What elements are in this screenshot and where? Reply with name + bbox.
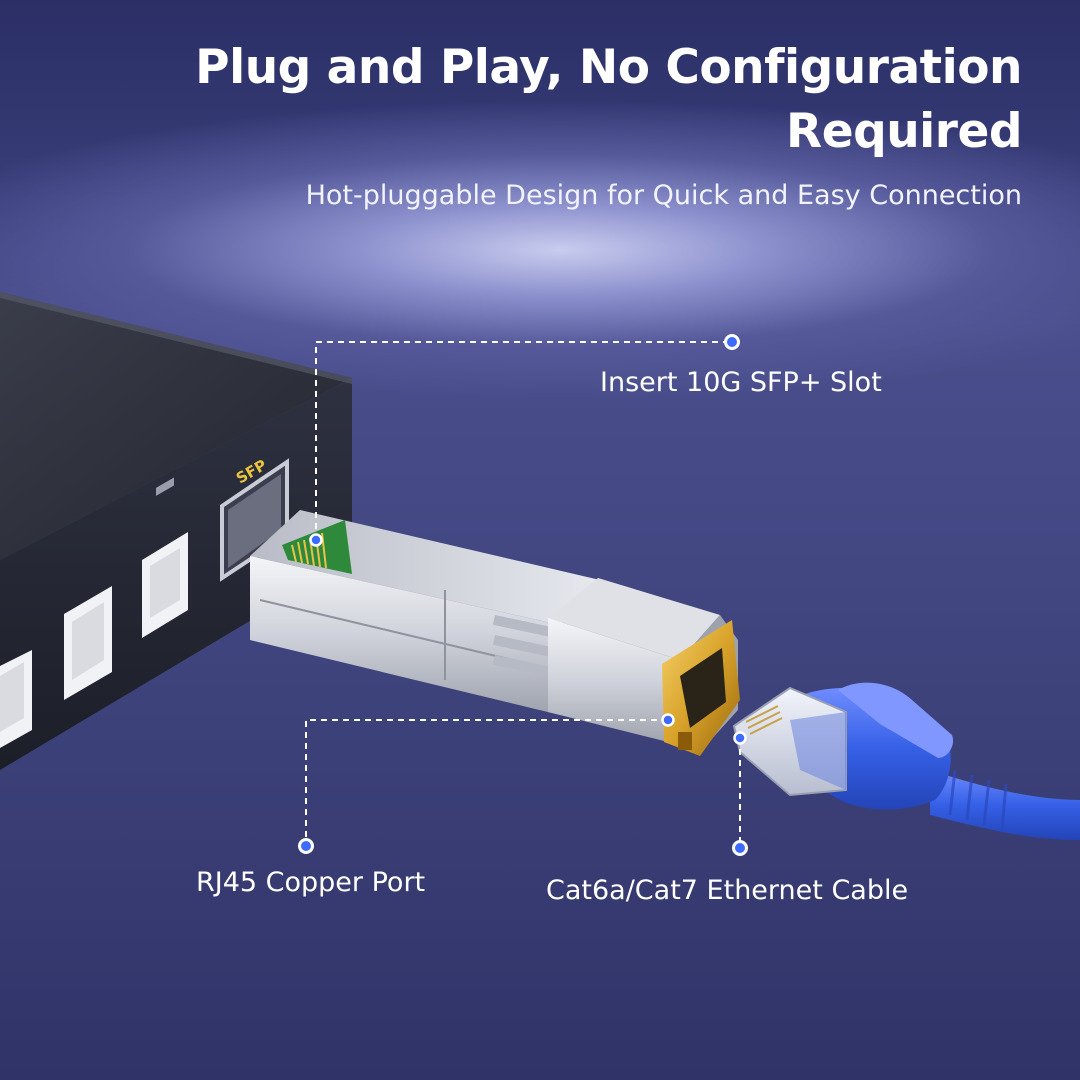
subheadline: Hot-pluggable Design for Quick and Easy … (305, 180, 1022, 211)
switch-rj45-port (142, 477, 188, 638)
callout-rj45-port: RJ45 Copper Port (196, 867, 426, 898)
callout-leader-rj45 (298, 713, 675, 854)
callout-sfp-slot: Insert 10G SFP+ Slot (600, 367, 882, 398)
switch-rj45-port (64, 586, 112, 700)
network-switch: SFP (0, 292, 352, 770)
callout-leader-slot (309, 334, 740, 547)
headline: Plug and Play, No Configuration Required (195, 40, 1022, 159)
sfp-module (250, 510, 740, 756)
callout-leader-cable (732, 731, 748, 856)
switch-rj45-port (0, 650, 32, 748)
callout-ethernet-cable: Cat6a/Cat7 Ethernet Cable (546, 875, 909, 906)
ethernet-cable (732, 682, 1080, 840)
